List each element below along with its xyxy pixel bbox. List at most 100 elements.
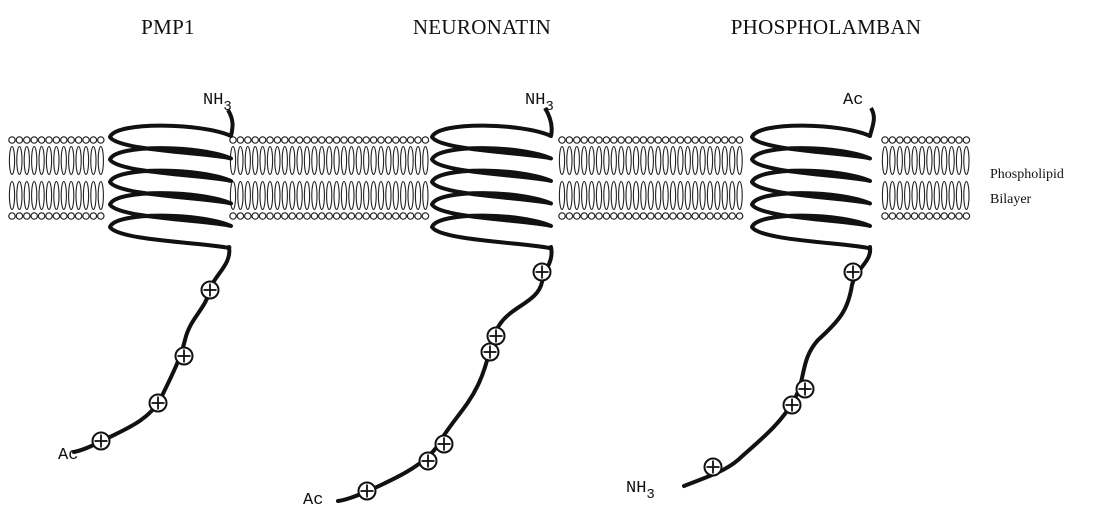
lipid-head xyxy=(230,213,236,219)
bilayer-segment xyxy=(559,137,743,219)
lipid-tail xyxy=(919,147,924,175)
lipid-head xyxy=(941,137,947,143)
lipid-tail xyxy=(905,147,910,175)
lipid-head xyxy=(611,137,617,143)
lipid-tail xyxy=(567,147,572,175)
lipid-tail xyxy=(882,182,887,210)
lipid-tail xyxy=(98,147,103,175)
lipid-head xyxy=(603,213,609,219)
lipid-head xyxy=(393,137,399,143)
neuronatin-helix-coil xyxy=(432,108,552,249)
lipid-tail xyxy=(393,147,398,175)
lipid-head xyxy=(9,213,15,219)
lipid-head xyxy=(926,137,932,143)
lipid-tail xyxy=(934,147,939,175)
lipid-tail xyxy=(656,147,661,175)
pmp1-helix xyxy=(110,110,233,249)
lipid-head xyxy=(341,213,347,219)
membrane-label-line2: Bilayer xyxy=(990,192,1032,207)
lipid-tail xyxy=(267,147,272,175)
pmp1-charge xyxy=(93,433,110,450)
lipid-tail xyxy=(574,147,579,175)
lipid-head xyxy=(348,137,354,143)
lipid-tail xyxy=(253,147,258,175)
phospholamban-bottom-terminus: NH3 xyxy=(626,479,655,503)
lipid-head xyxy=(722,213,728,219)
pmp1-charge xyxy=(202,282,219,299)
lipid-head xyxy=(618,137,624,143)
lipid-head xyxy=(736,137,742,143)
lipid-head xyxy=(90,213,96,219)
lipid-head xyxy=(707,137,713,143)
lipid-head xyxy=(31,137,37,143)
lipid-head xyxy=(882,213,888,219)
lipid-tail xyxy=(685,147,690,175)
lipid-head xyxy=(237,137,243,143)
lipid-tail xyxy=(670,147,675,175)
lipid-head xyxy=(588,137,594,143)
pmp1-charge xyxy=(176,348,193,365)
lipid-tail xyxy=(693,182,698,210)
lipid-tail xyxy=(700,182,705,210)
lipid-head xyxy=(259,137,265,143)
lipid-tail xyxy=(98,182,103,210)
lipid-head xyxy=(574,137,580,143)
lipid-tail xyxy=(9,182,14,210)
lipid-head xyxy=(289,213,295,219)
lipid-head xyxy=(625,213,631,219)
bilayer-segment xyxy=(882,137,970,219)
lipid-tail xyxy=(230,147,235,175)
neuronatin-charge xyxy=(534,264,551,281)
lipid-head xyxy=(736,213,742,219)
lipid-head xyxy=(370,137,376,143)
lipid-tail xyxy=(927,182,932,210)
lipid-head xyxy=(46,137,52,143)
lipid-head xyxy=(68,137,74,143)
lipid-head xyxy=(648,137,654,143)
lipid-tail xyxy=(341,182,346,210)
lipid-tail xyxy=(356,147,361,175)
lipid-head xyxy=(640,213,646,219)
lipid-head xyxy=(648,213,654,219)
lipid-tail xyxy=(611,182,616,210)
lipid-head xyxy=(722,137,728,143)
lipid-head xyxy=(311,137,317,143)
lipid-tail xyxy=(260,147,265,175)
lipid-tail xyxy=(304,182,309,210)
lipid-head xyxy=(422,213,428,219)
lipid-tail xyxy=(663,182,668,210)
lipid-tail xyxy=(912,147,917,175)
lipid-tail xyxy=(297,147,302,175)
lipid-head xyxy=(90,137,96,143)
lipid-tail xyxy=(238,147,243,175)
lipid-head xyxy=(53,213,59,219)
lipid-tail xyxy=(596,182,601,210)
lipid-tail xyxy=(707,147,712,175)
lipid-tail xyxy=(39,182,44,210)
lipid-tail xyxy=(626,147,631,175)
lipid-tail xyxy=(882,147,887,175)
lipid-tail xyxy=(722,182,727,210)
lipid-tail xyxy=(17,147,22,175)
lipid-tail xyxy=(670,182,675,210)
lipid-head xyxy=(245,137,251,143)
lipid-tail xyxy=(912,182,917,210)
lipid-tail xyxy=(401,182,406,210)
lipid-tail xyxy=(312,182,317,210)
lipid-head xyxy=(61,213,67,219)
lipid-head xyxy=(31,213,37,219)
lipid-tail xyxy=(927,147,932,175)
lipid-head xyxy=(326,137,332,143)
pmp1-tail xyxy=(74,247,229,452)
lipid-head xyxy=(407,213,413,219)
lipid-head xyxy=(919,137,925,143)
lipid-head xyxy=(274,213,280,219)
lipid-tail xyxy=(364,147,369,175)
lipid-head xyxy=(61,137,67,143)
lipid-head xyxy=(304,137,310,143)
lipid-tail xyxy=(9,147,14,175)
lipid-tail xyxy=(334,147,339,175)
lipid-tail xyxy=(408,182,413,210)
lipid-tail xyxy=(378,147,383,175)
lipid-head xyxy=(319,137,325,143)
